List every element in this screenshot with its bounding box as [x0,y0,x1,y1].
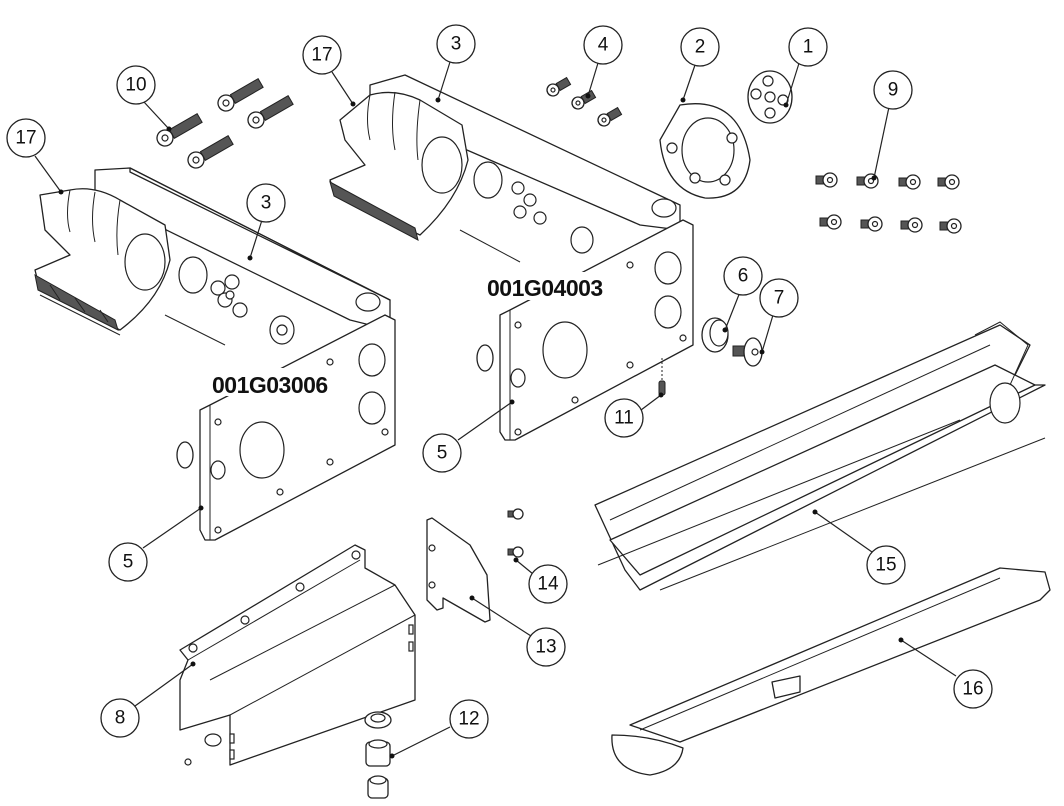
callout-number: 3 [451,34,462,55]
asm-right-label-bg [480,272,610,300]
callout-number: 7 [774,288,785,309]
callout-3-right[interactable]: 3 [435,24,476,103]
callout-number: 11 [614,408,634,429]
drip-tray [611,567,1051,776]
callout-number: 6 [738,266,749,287]
callout-3-left[interactable]: 3 [246,183,286,261]
cable-gland [364,711,392,799]
short-cap-screws [546,76,623,127]
callout-6[interactable]: 6 [722,256,763,333]
housing-frame-right [369,74,681,263]
pulley-disc [747,70,793,124]
callout-number: 13 [535,637,556,658]
clamp-block-left [34,188,171,336]
long-cap-screws [156,77,294,169]
callout-number: 8 [115,708,126,729]
callout-7[interactable]: 7 [759,278,799,355]
asm-left-label-bg [205,368,335,396]
callout-number: 17 [15,128,36,149]
set-screw [658,358,666,396]
callout-11[interactable]: 11 [604,392,664,438]
blade-rail [594,321,1046,591]
callout-17-right[interactable]: 17 [302,35,356,107]
callout-16[interactable]: 16 [898,637,993,709]
clamp-block-right [329,91,469,241]
callout-number: 5 [437,443,448,464]
end-plate-right [476,219,694,441]
callout-number: 9 [888,80,899,101]
flange-ring [659,103,751,199]
end-plate-left [176,314,396,541]
flat-head-screw [732,337,763,367]
callout-9[interactable]: 9 [871,70,913,181]
assembly-label-left: 001G03006 [212,372,328,398]
callout-5-right[interactable]: 5 [422,399,515,473]
callout-2[interactable]: 2 [680,27,720,103]
mounting-bracket [179,544,416,766]
callout-10[interactable]: 10 [116,65,172,132]
assembly-label-right: 001G04003 [487,275,603,301]
callout-14[interactable]: 14 [513,557,568,604]
callout-number: 15 [875,555,896,576]
callout-number: 10 [125,75,146,96]
callout-number: 1 [803,37,814,58]
callout-number: 4 [598,35,609,56]
callout-15[interactable]: 15 [812,509,906,585]
callout-number: 2 [695,37,706,58]
callout-number: 14 [537,574,559,595]
callout-number: 16 [962,679,983,700]
housing-frame-left [94,167,391,361]
callout-number: 12 [458,709,479,730]
callout-13[interactable]: 13 [469,595,566,667]
callout-12[interactable]: 12 [389,699,489,759]
socket-screws-set [815,172,962,234]
callout-17-left[interactable]: 17 [6,118,64,195]
callout-1[interactable]: 1 [783,27,828,108]
cover-plate [426,517,491,623]
callout-number: 5 [123,552,134,573]
callout-number: 17 [311,45,332,66]
callout-number: 3 [261,193,272,214]
small-screws [507,508,524,558]
bushing [701,317,729,353]
callout-5-left[interactable]: 5 [108,505,204,582]
callout-8[interactable]: 8 [100,661,196,738]
callout-4[interactable]: 4 [583,25,623,99]
